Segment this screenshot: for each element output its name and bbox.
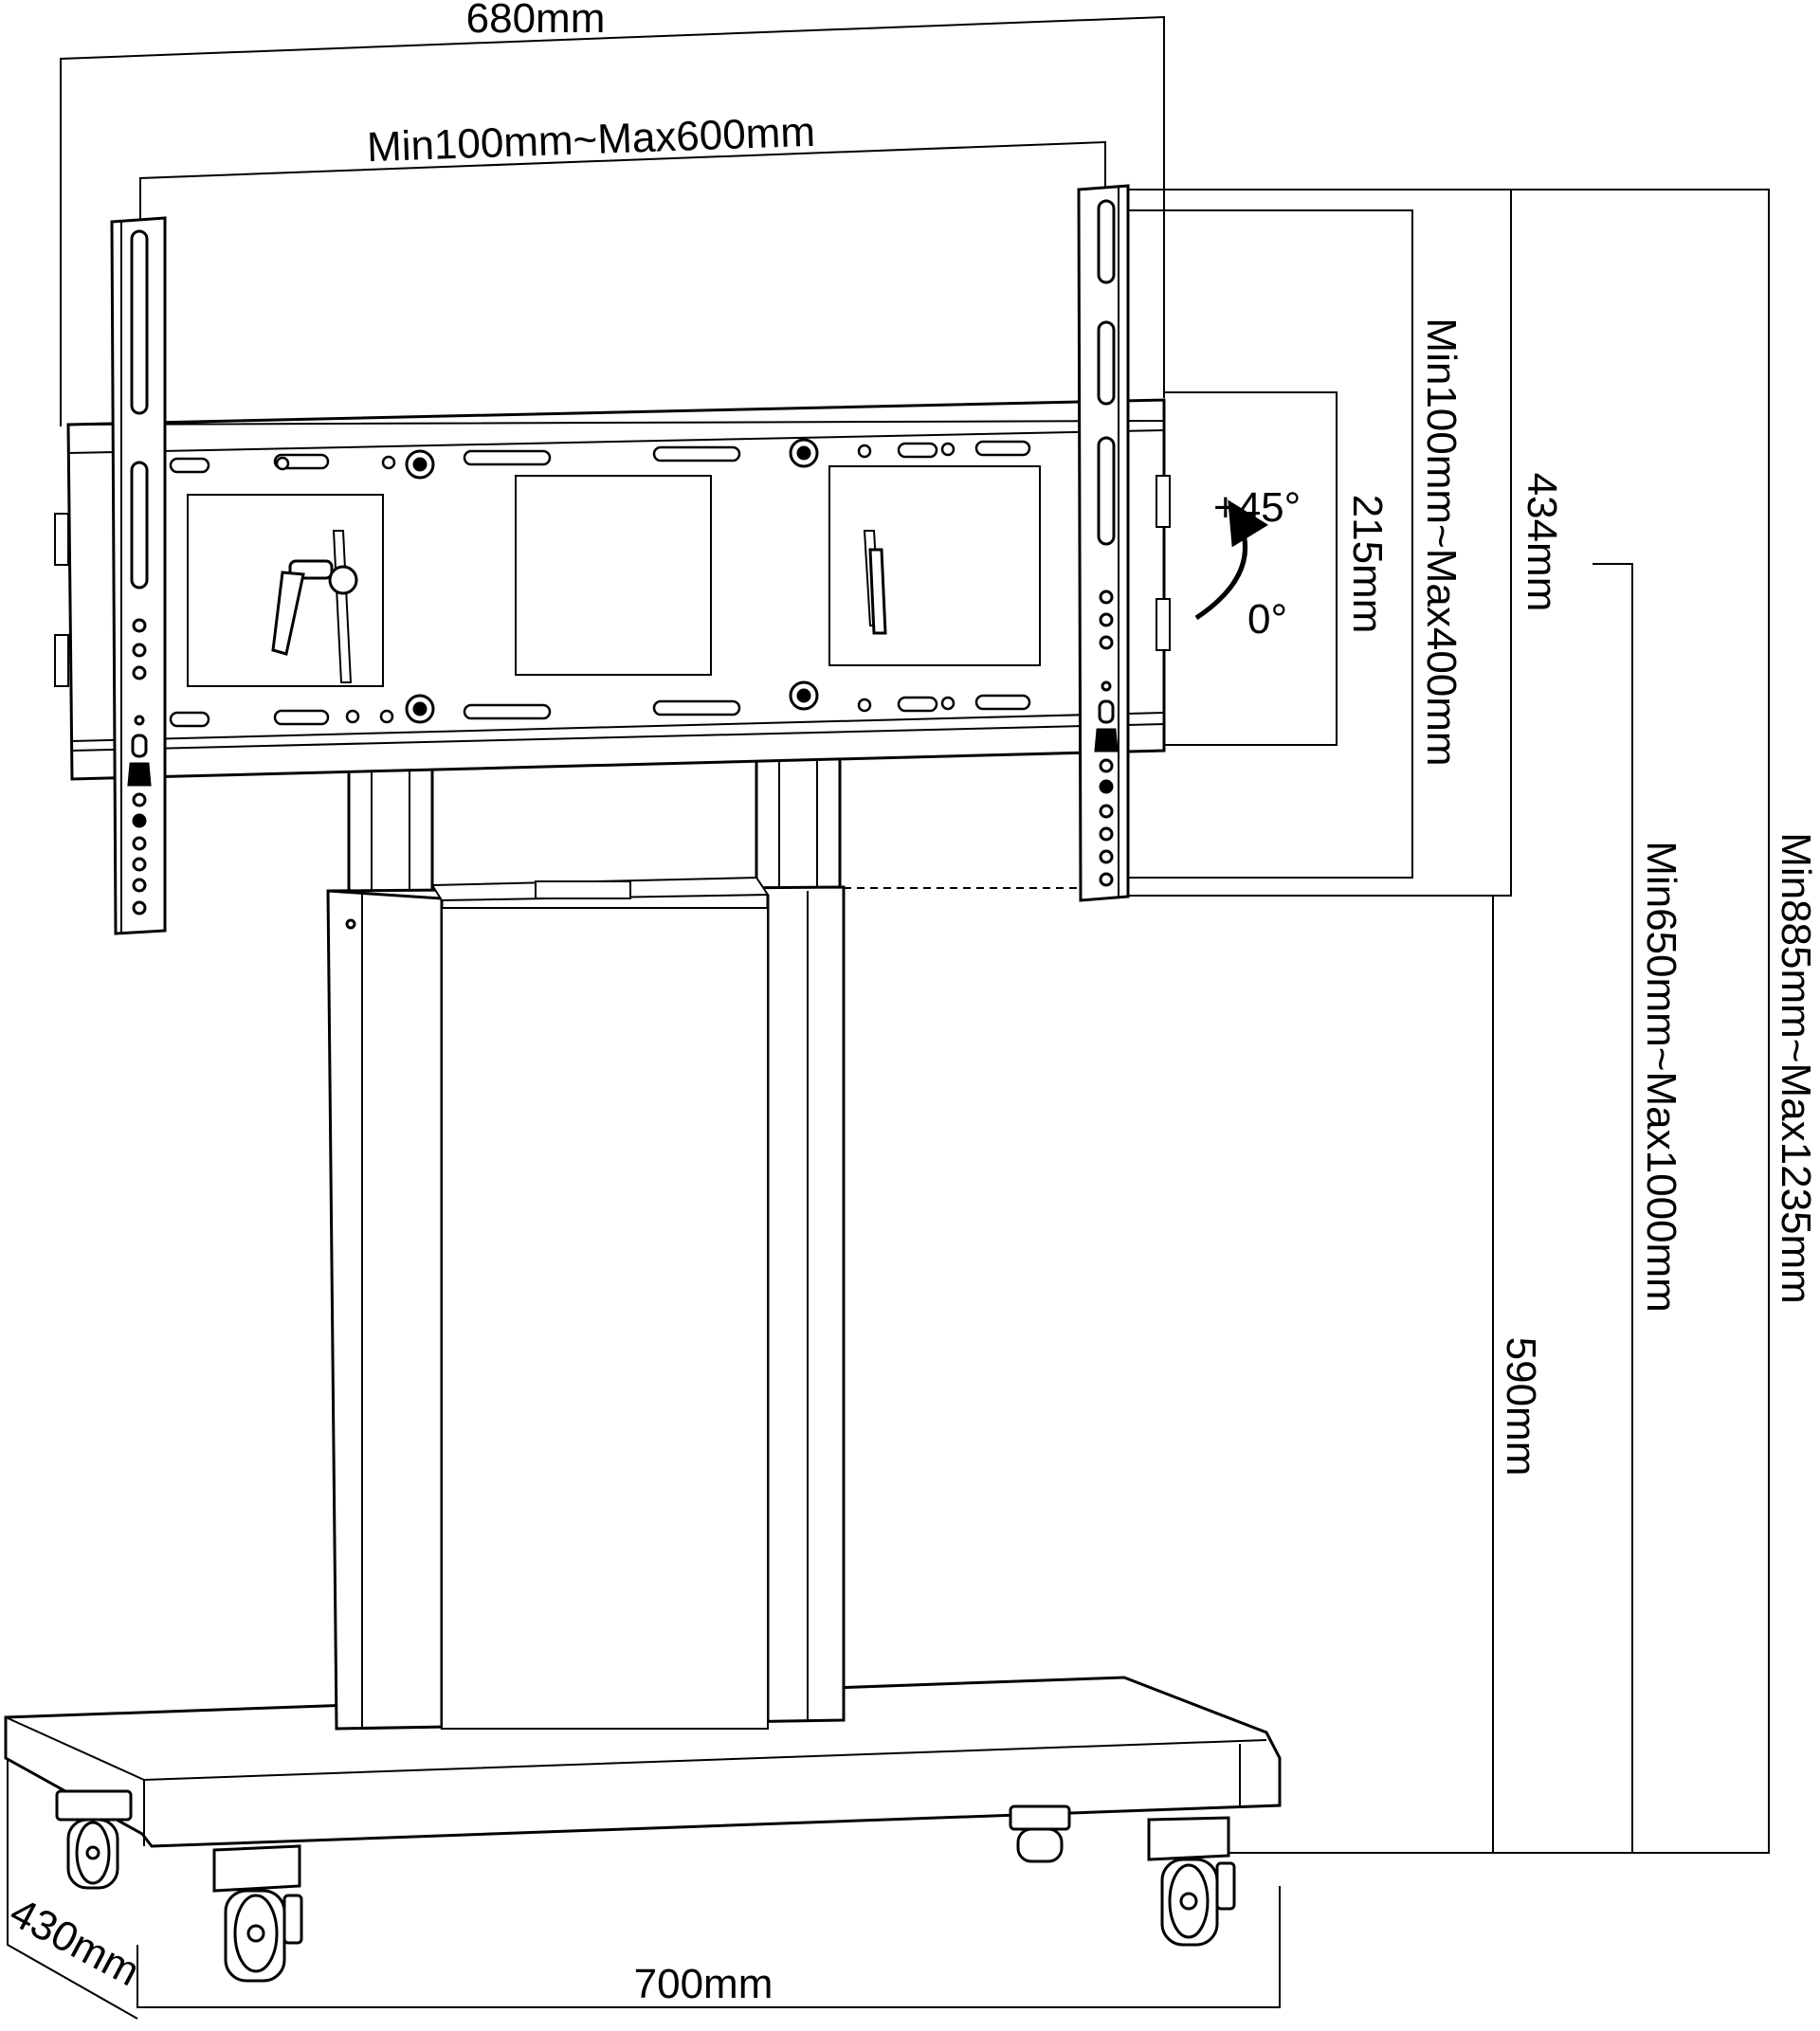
vertical-arms (110, 184, 1130, 935)
label-430mm: 430mm (3, 1889, 148, 1995)
label-top-height: Min885mm~Max1235mm (1773, 832, 1819, 1304)
pole-left-upper (347, 762, 434, 898)
bolt-bottom-left (405, 694, 435, 724)
dim-885-line (1223, 189, 1770, 1854)
label-590mm: 590mm (1498, 1337, 1544, 1477)
tilt-arrow (1194, 499, 1269, 621)
bolts (405, 438, 819, 724)
bracket-rail (54, 398, 1171, 781)
caster-front-right (1147, 1816, 1236, 1947)
dim-650-line (1592, 563, 1633, 1853)
dim-vesa-width-line (139, 140, 1106, 223)
bolt-bottom-right (789, 680, 819, 711)
casters (55, 1789, 1236, 1983)
label-tilt-zero: 0° (1247, 596, 1287, 643)
label-vesa-width: Min100mm~Max600mm (366, 109, 816, 171)
caster-back-right (1009, 1804, 1071, 1863)
column-assembly (326, 756, 846, 1731)
dim-680-line (60, 15, 1165, 426)
pole-right-upper (755, 756, 842, 898)
bolt-top-right (789, 438, 819, 468)
dim-700-line (136, 1886, 1281, 2008)
rail-upper-edge (67, 429, 1165, 454)
rail-bottom-lip (71, 712, 1165, 742)
rail-window-center (515, 475, 712, 676)
label-vesa-height: Min100mm~Max400mm (1418, 317, 1465, 766)
dim-215-line (1164, 391, 1338, 746)
label-center-height: Min650mm~Max1000mm (1638, 841, 1684, 1313)
tilt-handle-right (863, 530, 887, 635)
caster-front-left (212, 1844, 303, 1983)
dimension-lines (7, 15, 1770, 2020)
rail-slots (169, 440, 1031, 728)
bolt-top-left (405, 449, 435, 480)
label-700mm: 700mm (634, 1961, 774, 2007)
cabinet-top-vent (535, 880, 631, 899)
label-680mm: 680mm (466, 0, 606, 42)
cabinet-center-panel (441, 907, 769, 1730)
dim-vesa-height-line (1119, 209, 1413, 879)
caster-back-left (55, 1789, 133, 1890)
rail-top-lip (67, 400, 1165, 426)
tilt-handle-left (271, 530, 358, 683)
rail-window-right (828, 465, 1041, 666)
base (4, 1676, 1282, 1848)
dim-430-line (7, 1717, 138, 2020)
label-tilt-up: +45° (1213, 484, 1301, 531)
label-434mm: 434mm (1519, 473, 1565, 612)
label-215mm: 215mm (1344, 495, 1391, 634)
rail-lower-edge (71, 723, 1165, 752)
dimension-labels: 680mm Min100mm~Max600mm +45° 0° 700mm 43… (3, 0, 1819, 2007)
dim-434-line (1081, 189, 1512, 897)
